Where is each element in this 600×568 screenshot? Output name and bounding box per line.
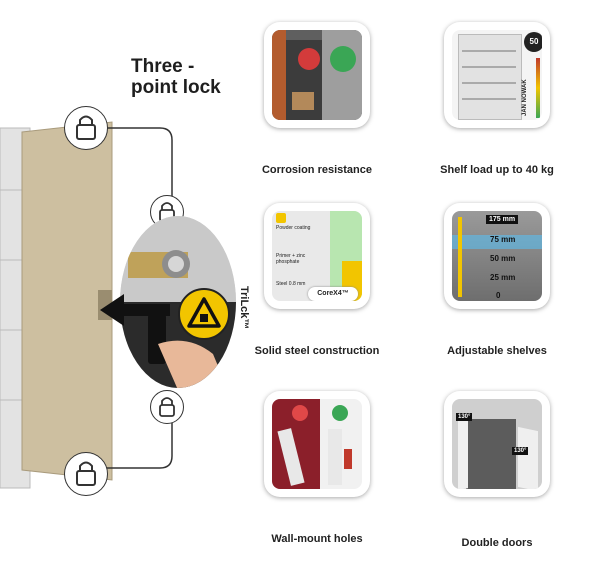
tile-shelves: 175 mm 75 mm 50 mm 25 mm 0 [444,203,550,309]
caption-corrosion: Corrosion resistance [261,164,373,176]
tile-double-doors: 130° 130° [444,391,550,497]
lower-lock-icon [150,390,184,424]
lock-mechanism-illustration [120,216,236,388]
shelf-mark-175: 175 mm [486,215,519,224]
corex4-badge: CoreX4™ [308,287,358,301]
caption-double-doors: Double doors [461,537,533,549]
caption-wall-mount: Wall-mount holes [271,533,363,545]
layer-powder: Powder coating [276,225,311,231]
layer-primer: Primer + zinc phosphate [276,253,306,265]
caption-shelves: Adjustable shelves [447,345,547,357]
shelf-mark-0: 0 [496,291,501,300]
top-lock-icon [64,106,108,150]
load-badge: 50 [524,32,542,52]
door-angle-left: 130° [456,413,473,421]
shelf-mark-75: 75 mm [490,235,516,244]
caption-shelf-load: Shelf load up to 40 kg [440,164,554,176]
happy-face-icon [330,46,356,72]
door-angle-right: 130° [512,447,529,455]
caption-steel: Solid steel construction [254,345,380,357]
cabinet-illustration [0,121,173,489]
load-brand: JAN NOWAK [522,79,528,116]
tile-corrosion [264,22,370,128]
trilock-badge [178,288,230,340]
shelf-mark-25: 25 mm [490,273,516,282]
layer-steel: Steel 0.8 mm [276,281,306,287]
happy-face-icon [332,405,348,421]
sad-face-icon [292,405,308,421]
sad-face-icon [298,48,320,70]
tile-wall-mount [264,391,370,497]
shelf-mark-50: 50 mm [490,254,516,263]
lock-title: Three - point lock [131,56,221,98]
tile-shelf-load: 50 JAN NOWAK [444,22,550,128]
bottom-lock-icon [64,452,108,496]
trilock-icon [187,297,221,328]
paint-icon [276,213,286,223]
adjust-arrow-icon [458,217,462,297]
tile-steel: Powder coating Primer + zinc phosphate S… [264,203,370,309]
trilock-brand: TriLck™ [238,286,250,330]
arrow-icon [100,294,170,326]
